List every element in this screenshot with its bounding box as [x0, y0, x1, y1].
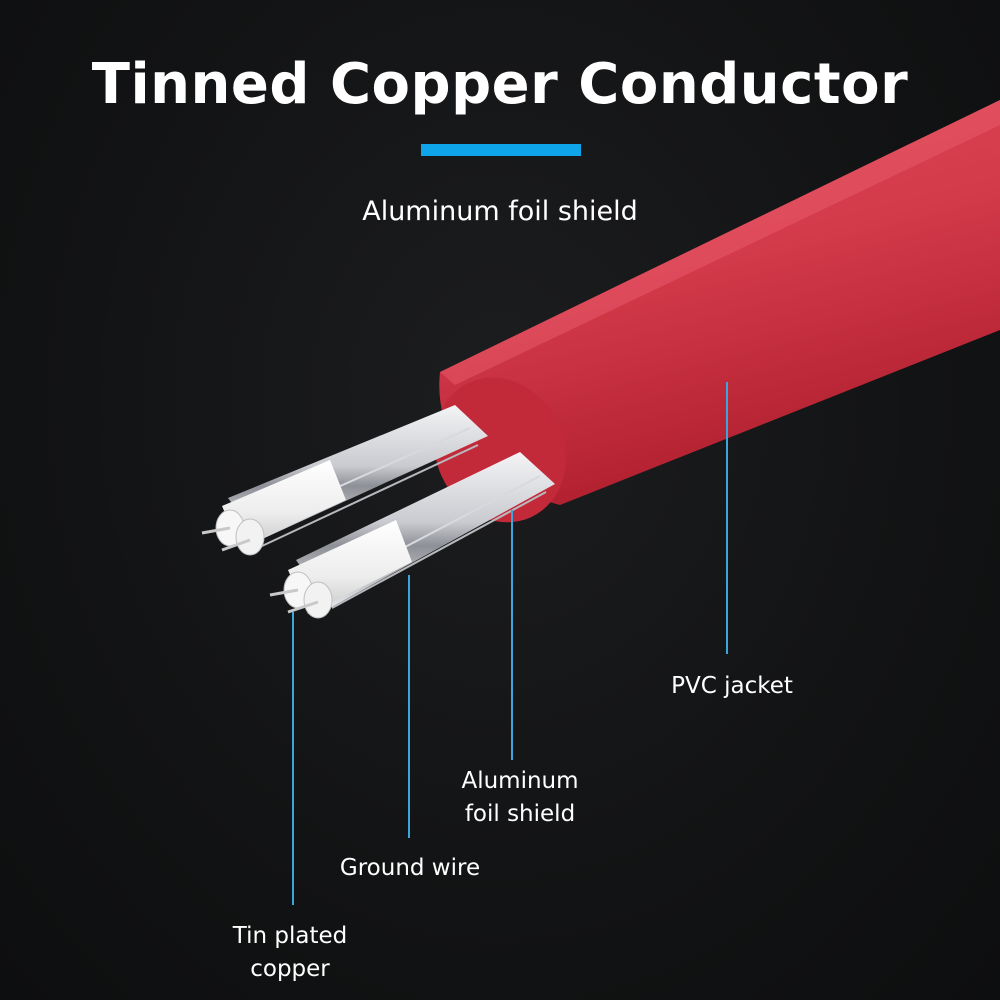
leader-lines	[292, 382, 728, 905]
upper-ground-wire	[261, 444, 479, 547]
callout-pvc-jacket-label: PVC jacket	[671, 673, 793, 699]
lower-conductor-1	[269, 588, 299, 597]
callout-foil-shield: Aluminum foil shield	[430, 765, 610, 831]
lower-conductor-2	[287, 600, 319, 614]
callout-ground-wire-label: Ground wire	[339, 855, 481, 881]
page-title: Tinned Copper Conductor	[91, 52, 909, 117]
lower-wire-pair	[269, 452, 555, 619]
callout-foil-shield-line-1: Aluminum	[461, 768, 579, 794]
callout-tin-plated-line-2: copper	[250, 956, 330, 982]
upper-conductor-1	[201, 526, 231, 535]
lower-ground-wire	[331, 491, 547, 609]
diagram-subtitle: Aluminum foil shield	[362, 196, 638, 227]
title-accent-bar	[421, 144, 581, 156]
callout-foil-shield-line-2: foil shield	[464, 801, 576, 827]
callout-tin-plated-line-1: Tin plated	[232, 923, 348, 949]
upper-wire-pair	[201, 405, 488, 556]
callout-ground-wire: Ground wire	[310, 852, 510, 885]
callout-pvc-jacket: PVC jacket	[632, 670, 832, 703]
callout-tin-plated-copper: Tin plated copper	[200, 920, 380, 986]
upper-conductor-2	[221, 538, 251, 552]
